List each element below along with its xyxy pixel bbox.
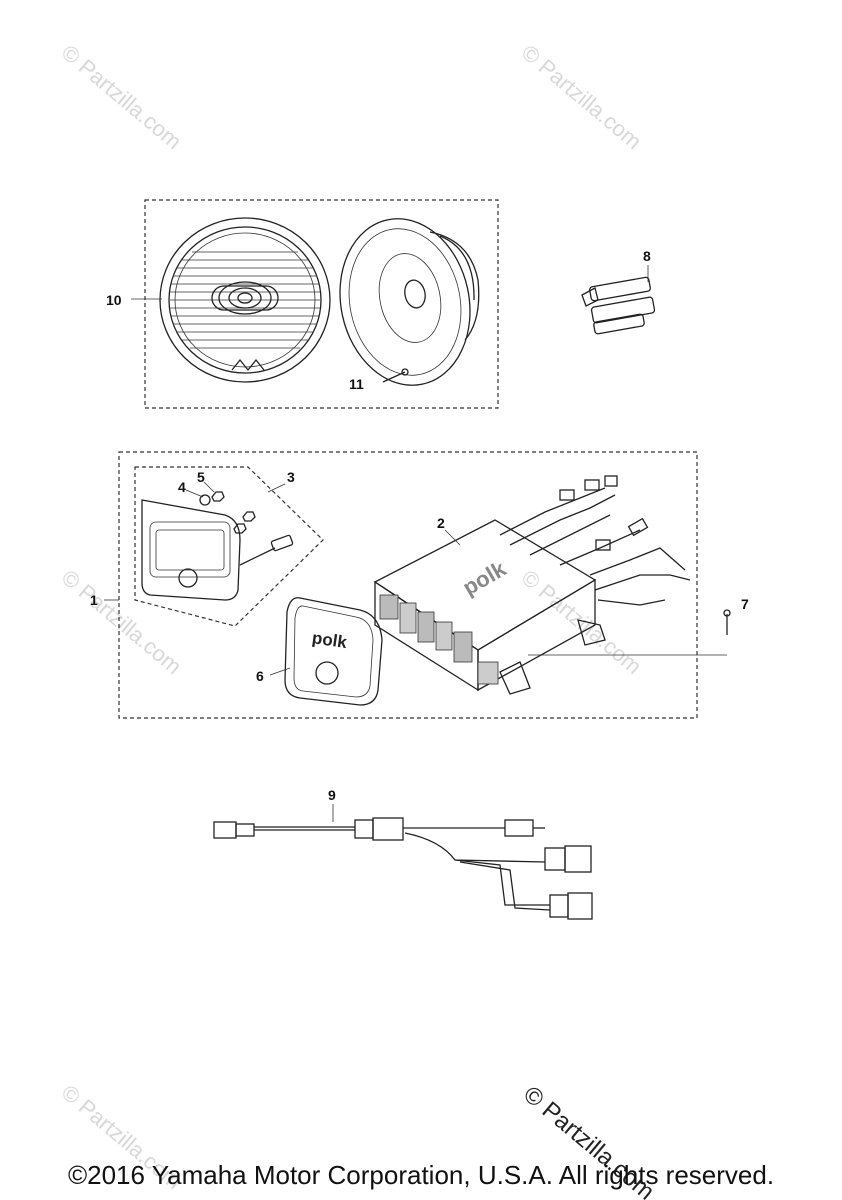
callout-8[interactable]: 8 (643, 248, 651, 264)
watermark-top-left: © Partzilla.com (57, 40, 187, 154)
svg-text:© Partzilla.com: © Partzilla.com (517, 565, 647, 679)
control-head (141, 499, 294, 601)
speaker-screw (382, 368, 409, 383)
callout-3[interactable]: 3 (287, 469, 295, 485)
amplifier-screw (723, 609, 731, 635)
svg-text:© Partzilla.com: © Partzilla.com (517, 40, 647, 154)
wiring-adapter (581, 265, 656, 335)
bezel-cover: polk (284, 597, 383, 706)
callout-10[interactable]: 10 (106, 292, 122, 308)
speaker-grille (159, 217, 331, 383)
callout-9[interactable]: 9 (328, 787, 336, 803)
copyright-notice: ©2016 Yamaha Motor Corporation, U.S.A. A… (67, 1160, 775, 1190)
callout-4[interactable]: 4 (178, 479, 186, 495)
control-head-group (134, 466, 324, 627)
callout-6[interactable]: 6 (256, 668, 264, 684)
watermark-mid-left: © Partzilla.com (57, 565, 187, 679)
wire-harness (213, 817, 593, 920)
callout-1[interactable]: 1 (90, 592, 98, 608)
callout-2[interactable]: 2 (437, 515, 445, 531)
speaker-group-box (144, 199, 499, 409)
leader-2 (444, 529, 461, 546)
watermark-mid-right: © Partzilla.com (517, 565, 647, 679)
callout-7[interactable]: 7 (741, 596, 749, 612)
watermark-top-right: © Partzilla.com (517, 40, 647, 154)
callout-11[interactable]: 11 (349, 376, 364, 392)
amplifier-brand-text: polk (458, 556, 510, 601)
audio-group-box (118, 451, 698, 719)
mounting-nut (199, 491, 256, 534)
callout-5[interactable]: 5 (197, 469, 205, 485)
speaker-driver (339, 218, 480, 386)
svg-text:© Partzilla.com: © Partzilla.com (57, 565, 187, 679)
svg-text:© Partzilla.com: © Partzilla.com (57, 40, 187, 154)
bezel-brand-text: polk (311, 628, 349, 652)
